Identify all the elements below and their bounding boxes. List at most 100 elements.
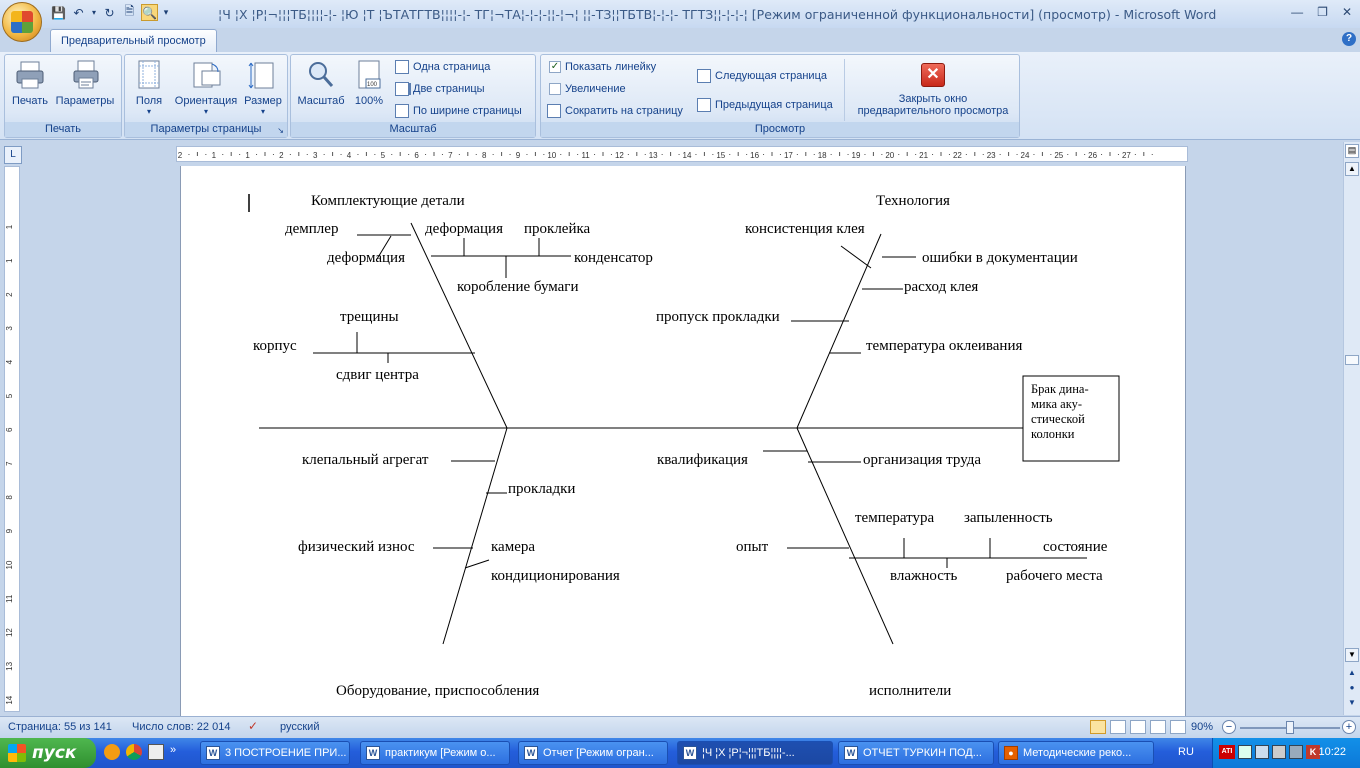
undo-icon[interactable]: ↶ bbox=[73, 5, 84, 20]
two-pages-button[interactable]: Две страницы bbox=[395, 82, 485, 96]
magnifier-checkbox[interactable]: Увеличение bbox=[549, 83, 626, 95]
group-preview: ✓ Показать линейку Увеличение Сократить … bbox=[540, 54, 1020, 138]
office-logo-icon bbox=[11, 11, 33, 33]
full-screen-view-icon[interactable] bbox=[1110, 720, 1126, 734]
new-document-icon[interactable]: 🗎 bbox=[124, 4, 135, 18]
tab-print-preview[interactable]: Предварительный просмотр bbox=[50, 29, 217, 52]
margins-button[interactable]: Поля ▾ bbox=[129, 59, 169, 116]
zoom-button[interactable]: Масштаб bbox=[295, 59, 347, 107]
draft-view-icon[interactable] bbox=[1170, 720, 1186, 734]
result-line-4: колонки bbox=[1031, 427, 1075, 441]
zoom-in-icon[interactable]: + bbox=[1342, 720, 1356, 734]
spellcheck-icon[interactable]: ✓ bbox=[248, 719, 259, 733]
display-icon[interactable] bbox=[1272, 745, 1286, 759]
cause-label: рабочего места bbox=[1006, 568, 1103, 584]
ruler-tick-mark bbox=[906, 152, 908, 156]
taskbar-item-active[interactable]: W¦Ч ¦Х ¦Р¦¬¦¦¦ТБ¦¦¦¦-... bbox=[677, 741, 833, 765]
browser-icon[interactable] bbox=[126, 744, 142, 760]
document-page[interactable]: Комплектующие детали Технология Оборудов… bbox=[180, 166, 1186, 716]
tab-selector[interactable]: L bbox=[4, 146, 22, 164]
network-icon[interactable] bbox=[1238, 745, 1252, 759]
print-layout-view-icon[interactable] bbox=[1090, 720, 1106, 734]
redo-icon[interactable]: ↻ bbox=[104, 5, 115, 20]
input-language[interactable]: RU bbox=[1178, 746, 1194, 758]
restore-icon[interactable]: ❐ bbox=[1317, 5, 1328, 19]
shrink-one-page-button[interactable]: Сократить на страницу bbox=[547, 104, 683, 118]
ruler-tick-mark bbox=[289, 154, 291, 155]
show-ruler-checkbox[interactable]: ✓ Показать линейку bbox=[549, 61, 656, 73]
one-page-button[interactable]: Одна страница bbox=[395, 60, 490, 74]
safely-remove-icon[interactable] bbox=[1289, 745, 1303, 759]
ruler-tick-mark bbox=[1050, 154, 1052, 155]
web-layout-view-icon[interactable] bbox=[1130, 720, 1146, 734]
next-page-arrow-icon[interactable]: ▼ bbox=[1348, 698, 1356, 707]
save-icon[interactable]: 💾 bbox=[51, 5, 66, 20]
scroll-up-icon[interactable]: ▲ bbox=[1345, 162, 1359, 176]
outline-view-icon[interactable] bbox=[1150, 720, 1166, 734]
page-width-button[interactable]: По ширине страницы bbox=[395, 104, 522, 118]
margins-dropdown-icon: ▾ bbox=[146, 107, 151, 116]
office-button[interactable] bbox=[2, 2, 42, 42]
start-button[interactable]: пуск bbox=[0, 738, 96, 768]
start-label: пуск bbox=[32, 743, 77, 763]
ruler-tick-label: 11 bbox=[581, 151, 590, 160]
more-quicklaunch-icon[interactable]: » bbox=[170, 744, 177, 756]
cause-label: физический износ bbox=[298, 539, 415, 555]
cause-label: прокладки bbox=[508, 481, 576, 497]
customize-qat-icon[interactable]: ▾ bbox=[163, 7, 169, 17]
help-icon[interactable]: ? bbox=[1342, 32, 1356, 46]
zoom-out-icon[interactable]: − bbox=[1222, 720, 1236, 734]
print-params-button[interactable]: Параметры bbox=[53, 59, 117, 107]
taskbar-item[interactable]: ●Методические реко... bbox=[998, 741, 1154, 765]
ruler-tick-mark bbox=[222, 154, 224, 155]
zoom-100-button[interactable]: 100 100% bbox=[349, 59, 389, 107]
volume-icon[interactable] bbox=[1255, 745, 1269, 759]
calculator-icon[interactable] bbox=[148, 744, 164, 760]
size-label: Размер bbox=[244, 95, 282, 107]
undo-dropdown-icon[interactable]: ▾ bbox=[91, 8, 96, 17]
scroll-thumb[interactable] bbox=[1345, 355, 1359, 365]
group-print-label: Печать bbox=[5, 122, 121, 137]
close-icon[interactable]: ✕ bbox=[1341, 5, 1352, 19]
print-preview-icon[interactable]: 🔍 bbox=[141, 4, 158, 21]
antivirus-icon[interactable]: K bbox=[1306, 745, 1320, 759]
browse-object-icon[interactable]: ● bbox=[1349, 683, 1355, 692]
ruler-tick-label: 8 bbox=[5, 495, 14, 500]
orientation-button[interactable]: Ориентация ▾ bbox=[171, 59, 241, 116]
group-page-setup: Поля ▾ Ориентация ▾ Размер ▾ Параметры с… bbox=[124, 54, 288, 138]
ruler-tick-mark bbox=[999, 154, 1001, 155]
zoom-level[interactable]: 90% bbox=[1191, 721, 1214, 733]
ruler-toggle-icon[interactable]: ▤ bbox=[1345, 144, 1359, 158]
ruler-tick-label: 21 bbox=[919, 151, 928, 160]
print-button[interactable]: Печать bbox=[9, 59, 51, 107]
next-page-label: Следующая страница bbox=[715, 70, 827, 82]
vertical-scrollbar[interactable]: ▤ ▲ ▼ ▲ ● ▼ bbox=[1343, 142, 1360, 715]
size-button[interactable]: Размер ▾ bbox=[241, 59, 285, 116]
show-ruler-label: Показать линейку bbox=[565, 61, 657, 73]
ruler-tick-mark bbox=[458, 154, 460, 155]
zoom-slider-thumb[interactable] bbox=[1286, 721, 1294, 734]
scroll-down-icon[interactable]: ▼ bbox=[1345, 648, 1359, 662]
next-page-button[interactable]: Следующая страница bbox=[697, 69, 827, 83]
media-player-icon[interactable] bbox=[104, 744, 120, 760]
prev-page-button[interactable]: Предыдущая страница bbox=[697, 98, 833, 112]
group-zoom-label: Масштаб bbox=[291, 122, 535, 137]
zoom-slider[interactable] bbox=[1240, 721, 1340, 734]
ruler-tick-mark bbox=[1109, 152, 1111, 156]
language[interactable]: русский bbox=[280, 721, 320, 733]
minimize-icon[interactable]: — bbox=[1291, 5, 1304, 19]
ati-icon[interactable]: ATI bbox=[1219, 745, 1235, 759]
page-setup-launcher-icon[interactable]: ↘ bbox=[277, 126, 284, 135]
page-count[interactable]: Страница: 55 из 141 bbox=[8, 721, 112, 733]
one-page-icon bbox=[395, 60, 409, 74]
ruler-tick-mark bbox=[729, 154, 731, 155]
prev-page-arrow-icon[interactable]: ▲ bbox=[1348, 668, 1356, 677]
word-count[interactable]: Число слов: 22 014 bbox=[132, 721, 231, 733]
close-preview-button[interactable]: ✕ Закрыть окно предварительного просмотр… bbox=[847, 63, 1019, 117]
